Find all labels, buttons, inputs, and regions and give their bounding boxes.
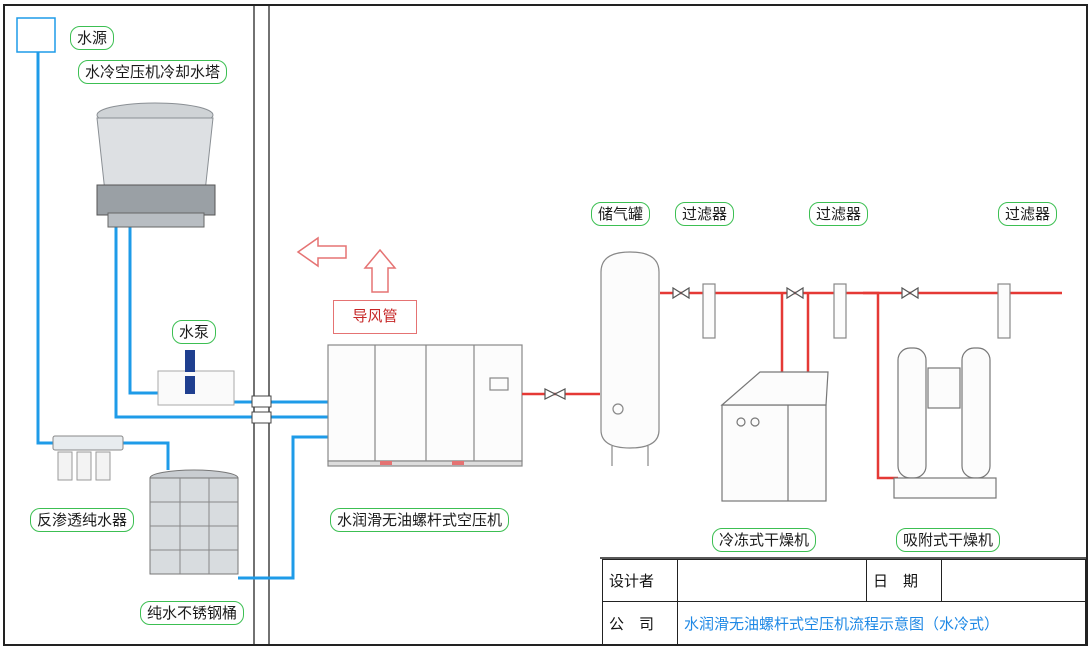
label-pump: 水泵 (172, 320, 217, 344)
label-refrig-dryer: 冷冻式干燥机 (712, 528, 817, 552)
air-pipe-adsorb-in (863, 291, 898, 480)
ro-filter-3 (95, 451, 111, 481)
label-air-tank: 储气罐 (591, 202, 651, 226)
water-pipe-source (36, 52, 110, 445)
pump-motor-1 (185, 350, 195, 372)
refrigerated-dryer (720, 371, 829, 502)
cooling-tower (96, 102, 216, 228)
label-water-source: 水源 (70, 26, 115, 50)
air-duct: 导风管 (333, 300, 417, 334)
adsorb-control-panel (927, 367, 961, 409)
adsorb-tower-right (961, 347, 991, 479)
water-pipe-tank-out (238, 435, 330, 580)
valve-icon (544, 388, 566, 400)
filter-3-body (997, 283, 1011, 339)
label-cooling-tower: 水冷空压机冷却水塔 (78, 60, 228, 84)
filters (702, 283, 1011, 339)
adsorb-base (893, 477, 997, 499)
label-ss-tank: 纯水不锈钢桶 (140, 601, 245, 625)
refrig-dryer-gauge-1 (736, 417, 746, 427)
air-receiver (600, 251, 660, 466)
refrig-dryer-top (720, 371, 829, 406)
label-filter-1: 过滤器 (675, 202, 735, 226)
water-pipe-tower-inner (128, 225, 160, 395)
adsorption-dryer (893, 347, 997, 499)
filter-1-body (702, 283, 716, 339)
label-ro-purifier: 反渗透纯水器 (30, 508, 135, 532)
date-label: 日 期 (866, 559, 942, 602)
wall-sleeve-2 (251, 411, 272, 424)
air-receiver-body (600, 251, 660, 449)
arrow-left-icon (296, 236, 347, 268)
cooling-tower-body (96, 117, 214, 193)
designer-label: 设计者 (602, 559, 678, 602)
label-compressor: 水润滑无油螺杆式空压机 (330, 508, 510, 532)
compressor-foot-1 (380, 461, 392, 465)
cooling-tower-fill (96, 184, 216, 216)
adsorb-tower-left (897, 347, 927, 479)
air-compressor (327, 344, 523, 467)
ro-filter-2 (76, 451, 92, 481)
drawing-title: 水润滑无油螺杆式空压机流程示意图（水冷式） (677, 601, 1086, 645)
water-source-box (16, 17, 56, 53)
label-filter-2: 过滤器 (809, 202, 869, 226)
designer-value (677, 559, 867, 602)
compressor-base (327, 460, 523, 467)
company-label: 公 司 (602, 601, 678, 645)
cooling-tower-base (107, 212, 205, 228)
arrow-up-icon (363, 248, 397, 293)
title-block: 设计者 日 期 公 司 水润滑无油螺杆式空压机流程示意图（水冷式） (602, 559, 1086, 645)
valve-icon (901, 286, 919, 300)
compressor-display (489, 377, 509, 391)
valve-icon (672, 286, 690, 300)
pressure-gauge-icon (612, 403, 624, 415)
label-adsorb-dryer: 吸附式干燥机 (896, 528, 1001, 552)
pump-skid (157, 370, 235, 406)
ro-purifier-head (52, 435, 124, 451)
ro-filter-1 (57, 451, 73, 481)
compressor-body (327, 344, 523, 462)
pump-motor-2 (185, 376, 195, 394)
compressor-foot-2 (452, 461, 464, 465)
water-pump (157, 350, 235, 406)
ro-purifier (52, 435, 124, 481)
water-pipe-tank-in (115, 441, 170, 470)
valve-icon (786, 286, 804, 300)
refrig-dryer-gauge-2 (750, 417, 760, 427)
filter-2-body (833, 283, 847, 339)
date-value (941, 559, 1086, 602)
stainless-tank (149, 469, 239, 575)
valves (544, 286, 919, 400)
label-filter-3: 过滤器 (998, 202, 1058, 226)
drawing-frame (3, 4, 1088, 646)
wall-sleeve-1 (251, 395, 272, 408)
